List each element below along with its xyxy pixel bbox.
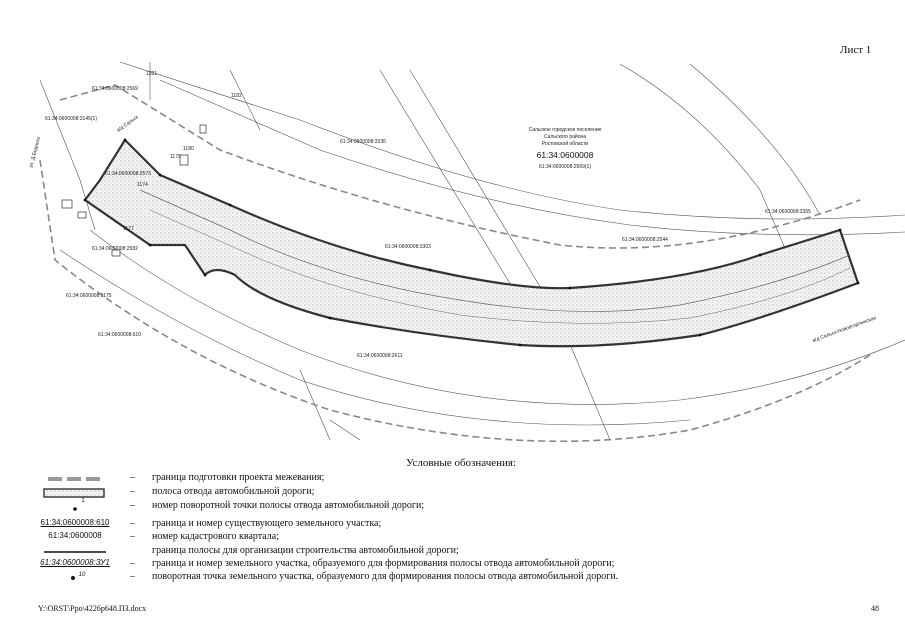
- parcel-label: 61:34:0600008:2569: [92, 86, 138, 92]
- legend-text: граница подготовки проекта межевания;: [152, 472, 325, 483]
- road-right-of-way: [83, 138, 860, 348]
- legend-item: 61:34:0600008:ЗУ1 – граница и номер земе…: [30, 558, 850, 572]
- road-inner-line: [149, 209, 851, 324]
- footer-file-path: Y:\ORST\Ppo\4226р648.ПЗ.docx: [38, 604, 147, 613]
- legend-item: граница полосы для организации строитель…: [30, 545, 850, 559]
- legend-text: номер поворотной точки полосы отвода авт…: [152, 500, 425, 511]
- road-center-line: [139, 189, 851, 312]
- legend-symbol-parcel-point: [71, 576, 75, 580]
- legend-text: поворотная точка земельного участка, обр…: [152, 571, 619, 582]
- house-number: 1177: [123, 226, 134, 232]
- parcel-label: 61:34:0600008:2611: [357, 353, 403, 359]
- turning-points: [83, 138, 860, 347]
- legend-dash: –: [130, 472, 135, 483]
- legend-text: граница и номер существующего земельного…: [152, 518, 382, 529]
- parcel-label: 61:34:0600008:3303: [385, 244, 431, 250]
- parcel-label: 61:34:0600008:610: [98, 332, 141, 338]
- legend-dash: –: [130, 531, 135, 542]
- parcel-label: 61:34:0600008:2573: [105, 171, 151, 177]
- legend-symbol-dashed-boundary: [48, 477, 100, 481]
- sheet-label: Лист 1: [840, 44, 872, 56]
- buildings: [61, 124, 207, 257]
- legend-dash: –: [130, 500, 135, 511]
- legend-item: 10 – поворотная точка земельного участка…: [30, 571, 850, 585]
- parcel-label: 61:34:0600008:2544: [622, 237, 668, 243]
- legend-text: граница полосы для организации строитель…: [152, 545, 459, 556]
- settlement-line-1: Сальское городское поселение: [529, 127, 602, 133]
- road-label: а/д Сальск: [116, 114, 141, 134]
- legend-symbol-label: 61:34:0600008:ЗУ1: [40, 558, 110, 567]
- house-number: 1174: [137, 182, 148, 188]
- legend-text: граница и номер земельного участка, обра…: [152, 558, 615, 569]
- legend-dash: –: [130, 571, 135, 582]
- legend-dash: –: [130, 486, 135, 497]
- legend-title: Условные обозначения:: [406, 457, 517, 469]
- parcel-label: 61:34:0600008:3336: [340, 139, 386, 145]
- legend-item: – полоса отвода автомобильной дороги;: [30, 486, 850, 500]
- settlement-line-3: Ростовской области: [542, 140, 589, 147]
- legend-item: 1 – номер поворотной точки полосы отвода…: [30, 498, 850, 514]
- parcel-label: 61:34:0600008:1175: [66, 293, 112, 299]
- legend-item: 61:34:0600008:610 – граница и номер суще…: [30, 518, 850, 532]
- project-boundary-dashed: [39, 84, 871, 443]
- house-number: 1180: [183, 146, 194, 152]
- legend-dash: –: [130, 518, 135, 529]
- parcel-label: 61:34:0600008:2582: [92, 246, 138, 252]
- legend-text: полоса отвода автомобильной дороги;: [152, 486, 315, 497]
- road-label: а/д Сальск-Новоегорлыкская: [812, 315, 878, 344]
- legend-symbol-label: 1: [81, 498, 85, 504]
- settlement-block: Сальское городское поселение Сальского р…: [529, 127, 602, 160]
- legend-dash: –: [130, 558, 135, 569]
- legend-symbol-turn-point: [73, 507, 77, 511]
- background-lines: [39, 61, 905, 441]
- legend-symbol-right-of-way: [43, 488, 105, 498]
- page-number: 48: [871, 604, 879, 613]
- parcel-label: 61:34:0600008:3145(1): [45, 116, 97, 122]
- settlement-line-2: Сальского района: [544, 133, 586, 140]
- parcel-label: 61:34:0600008:2569(1): [539, 164, 591, 170]
- house-number: 1321: [146, 71, 157, 77]
- parcel-label: 61:34:0600008:3355: [765, 209, 811, 215]
- legend-symbol-label: 61:34:0600008: [48, 531, 102, 540]
- legend-symbol-construction-strip: [44, 551, 106, 553]
- house-number: 1182: [231, 93, 242, 99]
- legend-item: 61:34:0600008 – номер кадастрового кварт…: [30, 531, 850, 545]
- legend-text: номер кадастрового квартала;: [152, 531, 280, 542]
- legend-item: – граница подготовки проекта межевания;: [30, 472, 850, 486]
- house-number: 1179: [170, 154, 181, 160]
- legend-symbol-label: 10: [78, 572, 86, 578]
- quarter-number: 61:34:0600008: [537, 150, 594, 160]
- legend-symbol-label: 61:34:0600008:610: [40, 518, 110, 527]
